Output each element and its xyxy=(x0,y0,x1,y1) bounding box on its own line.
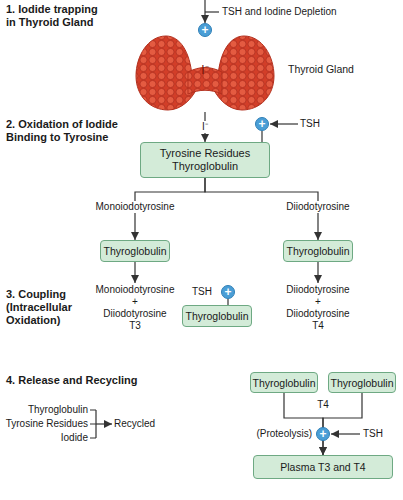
step-heading: 1. Iodide trapping in Thyroid Gland xyxy=(6,3,104,29)
node-text: Thyroid Gland xyxy=(288,63,368,75)
process-box: Thyroglobulin xyxy=(283,240,353,262)
hormone-label: T4 xyxy=(268,320,368,332)
stimulus-sign: + xyxy=(316,427,330,441)
hormone-label: TSH xyxy=(363,428,399,440)
recycle-label: Recycled xyxy=(114,418,174,430)
stimulus-sign: + xyxy=(255,117,269,131)
stimulus-sign: + xyxy=(198,23,212,37)
node-text: Plasma T3 and T4 xyxy=(280,461,365,473)
step-heading: 4. Release and Recycling xyxy=(6,374,176,387)
tsh-arrow xyxy=(270,123,298,124)
edge-label: T4 xyxy=(315,399,331,411)
edge-label: Diiodotyrosine xyxy=(284,201,351,213)
step-heading: 2. Oxidation of Iodide Binding to Tyrosi… xyxy=(6,118,124,144)
leader-line xyxy=(261,131,262,142)
stimulus-sign: + xyxy=(221,285,235,299)
plus-sign: + xyxy=(268,296,368,308)
plus-sign: + xyxy=(85,296,185,308)
compound-label: Monoiodotyrosine xyxy=(85,284,185,296)
process-box: Thyroglobulin xyxy=(182,305,252,327)
hormone-label: T3 xyxy=(85,320,185,332)
node-text: Thyroglobulin xyxy=(330,377,393,389)
node-text: Thyroglobulin xyxy=(185,310,248,322)
compound-label: Diiodotyrosine xyxy=(268,284,368,296)
node-text: Thyroglobulin xyxy=(103,245,166,257)
process-label: (Proteolysis) xyxy=(226,428,312,440)
edge-label: I⁻ xyxy=(200,121,210,133)
recycled-item: Tyrosine Residues xyxy=(4,418,88,430)
thyroid-lobe xyxy=(136,36,196,110)
process-box: Thyroglobulin xyxy=(250,372,318,393)
leader-line xyxy=(205,11,219,12)
recycled-item: Thyroglobulin xyxy=(4,404,88,416)
thyroid-gland: I⁻Thyroid Gland xyxy=(130,32,280,112)
tsh-arrow xyxy=(331,433,360,434)
flow-arrow xyxy=(134,262,135,283)
node-text: Thyroglobulin xyxy=(286,245,349,257)
node-text: Tyrosine Residues Thyroglobulin xyxy=(151,147,259,173)
process-box: Thyroglobulin xyxy=(328,372,396,393)
flow-arrow xyxy=(317,262,318,283)
process-box: Thyroglobulin xyxy=(100,240,170,262)
compound-label: Diiodotyrosine xyxy=(85,308,185,320)
hormone-label: TSH xyxy=(300,118,340,130)
hormone-label: TSH xyxy=(192,286,220,298)
edge-label: Monoiodotyrosine xyxy=(94,201,177,213)
node-text: Thyroglobulin xyxy=(252,377,315,389)
compound-label: Diiodotyrosine xyxy=(268,308,368,320)
recycle-arrow xyxy=(96,423,112,424)
step-heading: 3. Coupling (Intracellular Oxidation) xyxy=(6,288,88,327)
process-box: Tyrosine Residues Thyroglobulin xyxy=(140,142,270,178)
thyroid-lobe xyxy=(214,36,274,110)
recycled-item: Iodide xyxy=(4,432,88,444)
node-text: I⁻ xyxy=(130,61,280,78)
process-box: Plasma T3 and T4 xyxy=(253,455,393,479)
recycle-bracket xyxy=(90,410,96,438)
input-label: TSH and Iodine Depletion xyxy=(222,6,392,18)
